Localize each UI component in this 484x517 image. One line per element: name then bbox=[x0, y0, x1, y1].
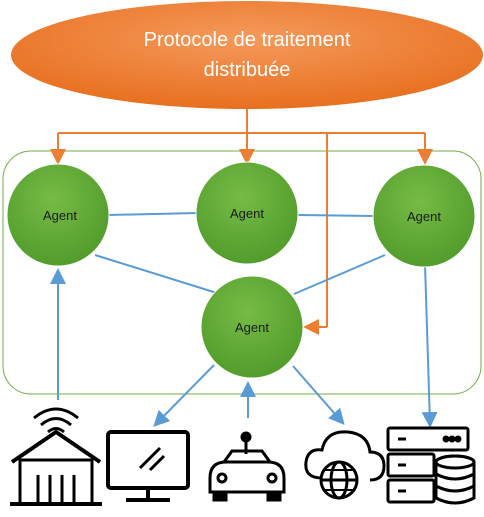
agent-bottom: Agent bbox=[200, 275, 304, 379]
device-links bbox=[50, 263, 438, 428]
agent-center-top: Agent bbox=[195, 161, 299, 265]
monitor-icon bbox=[106, 430, 190, 502]
agent-connections bbox=[94, 212, 386, 295]
smart-home-icon bbox=[10, 407, 102, 506]
connected-car-icon bbox=[208, 431, 286, 502]
protocol-ellipse bbox=[11, 1, 483, 109]
agent-label: Agent bbox=[43, 208, 77, 223]
protocol-title-line1: Protocole de traitement bbox=[144, 29, 351, 51]
agent-left: Agent bbox=[6, 163, 110, 267]
agent-label: Agent bbox=[230, 206, 264, 221]
agent-label: Agent bbox=[407, 209, 441, 224]
agent-label: Agent bbox=[235, 320, 269, 335]
protocol-title-line2: distribuée bbox=[204, 59, 291, 81]
cloud-globe-icon bbox=[304, 430, 386, 500]
database-server-icon bbox=[386, 426, 476, 505]
protocol-arrows bbox=[50, 108, 433, 335]
agent-right: Agent bbox=[372, 164, 476, 268]
